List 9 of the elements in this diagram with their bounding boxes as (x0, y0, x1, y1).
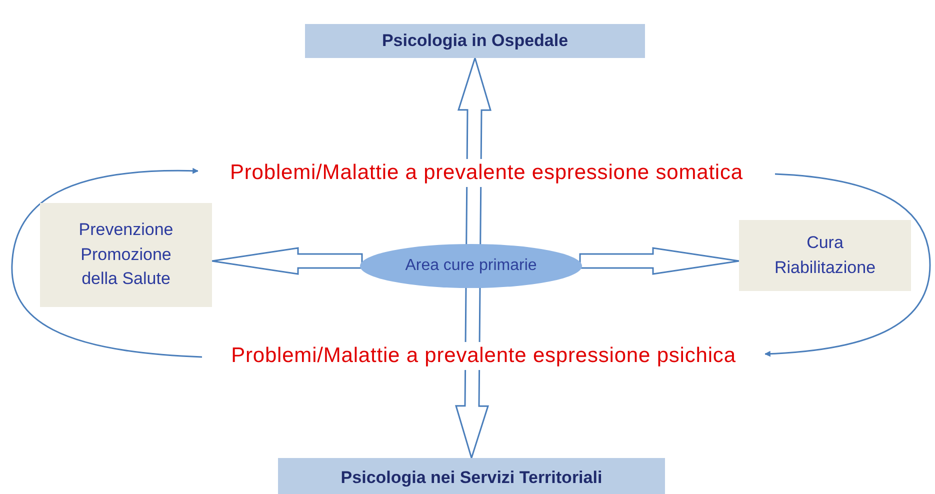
center-ellipse: Area cure primarie (360, 244, 582, 288)
process-box: Cura Riabilitazione (739, 220, 911, 291)
block-arrow (211, 247, 363, 275)
curved-arrow (764, 173, 931, 357)
curved-arrow (11, 168, 202, 358)
process-box: Prevenzione Promozione della Salute (40, 203, 212, 307)
title-box: Psicologia in Ospedale (305, 24, 645, 58)
block-arrow (579, 247, 740, 275)
title-box: Psicologia nei Servizi Territoriali (278, 458, 665, 494)
